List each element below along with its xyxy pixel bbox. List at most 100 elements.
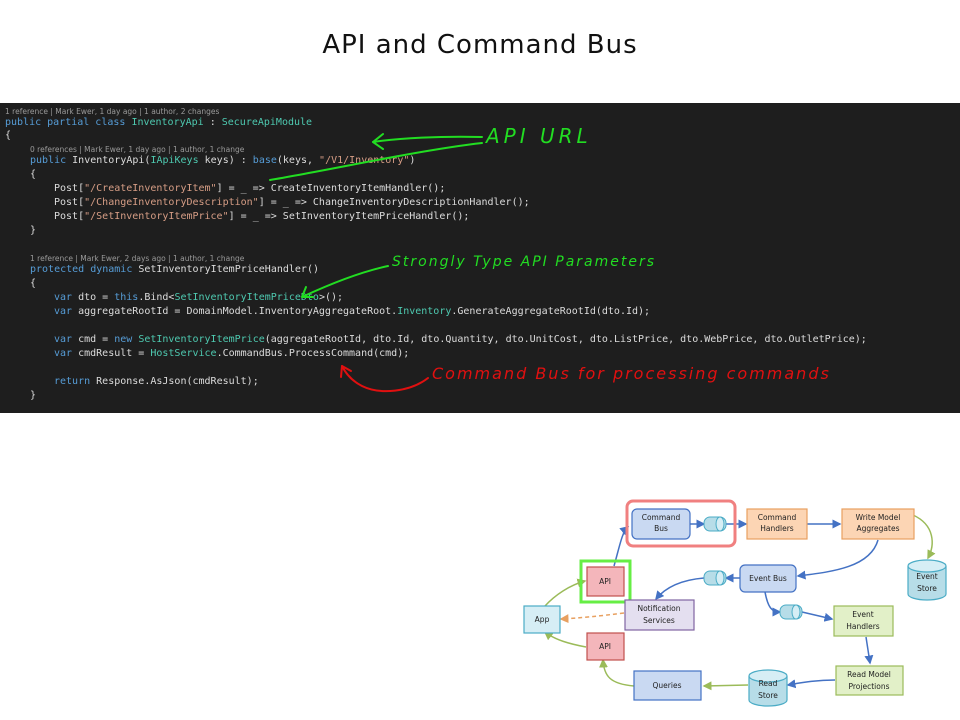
read-store-node: Read Store xyxy=(748,669,788,707)
node-label: Projections xyxy=(849,682,890,691)
code-text: ] = _ => SetInventoryItemPriceHandler(); xyxy=(228,211,470,222)
code-text: ] = _ => ChangeInventoryDescriptionHandl… xyxy=(258,197,530,208)
node-label: Read Model xyxy=(847,670,891,679)
code-text: Post[ xyxy=(54,197,85,208)
code-brace: { xyxy=(30,169,37,180)
node-label: Aggregates xyxy=(856,524,899,533)
keyword: public partial class xyxy=(5,117,132,128)
annotation-api-url: API URL xyxy=(486,124,592,148)
arrow-api-url xyxy=(269,133,483,181)
node-label: Services xyxy=(643,616,675,625)
code-line-post2: Post["/ChangeInventoryDescription"] = _ … xyxy=(54,196,530,209)
node-label: Handlers xyxy=(846,622,880,631)
node-label: Write Model xyxy=(856,513,901,522)
code-brace: { xyxy=(5,130,12,141)
code-text: (keys, xyxy=(276,155,320,166)
code-text: SetInventoryItemPriceHandler() xyxy=(138,264,319,275)
code-text: Post[ xyxy=(54,211,85,222)
event-handlers-node: Event Handlers xyxy=(833,605,894,637)
code-line-dto: var dto = this.Bind<SetInventoryItemPric… xyxy=(54,291,343,304)
code-text: .Bind< xyxy=(138,292,175,303)
code-text: (aggregateRootId, dto.Id, dto.Quantity, … xyxy=(264,334,867,345)
write-model-node: Write Model Aggregates xyxy=(841,508,915,540)
api-top-node: API xyxy=(586,566,625,597)
keyword: var xyxy=(54,334,79,345)
keyword: base xyxy=(252,155,277,166)
string-literal: "/ChangeInventoryDescription" xyxy=(84,197,259,208)
node-label: Command xyxy=(758,513,797,522)
code-line-class: public partial class InventoryApi : Secu… xyxy=(5,116,312,129)
annotation-strongly-typed: Strongly Type API Parameters xyxy=(392,254,657,270)
string-literal: "/V1/Inventory" xyxy=(319,155,410,166)
node-label: Notification xyxy=(637,604,680,613)
code-text: aggregateRootId = DomainModel.InventoryA… xyxy=(78,306,398,317)
code-text: Post[ xyxy=(54,183,85,194)
code-panel: 1 reference | Mark Ewer, 1 day ago | 1 a… xyxy=(0,103,960,413)
api-bottom-node: API xyxy=(586,632,625,661)
type-name: SetInventoryItemPriceDto xyxy=(174,292,319,303)
code-text: ] = _ => CreateInventoryItemHandler(); xyxy=(216,183,446,194)
node-label: Event xyxy=(916,572,938,581)
node-label: Read xyxy=(759,679,778,688)
code-lens: 0 references | Mark Ewer, 1 day ago | 1 … xyxy=(30,145,245,154)
code-brace: } xyxy=(30,390,37,401)
read-model-node: Read Model Projections xyxy=(835,665,904,696)
command-handlers-node: Command Handlers xyxy=(746,508,808,540)
code-line-post1: Post["/CreateInventoryItem"] = _ => Crea… xyxy=(54,182,445,195)
code-text: >(); xyxy=(318,292,344,303)
type-name: Inventory xyxy=(397,306,452,317)
code-text: cmd = xyxy=(78,334,115,345)
node-label: Event xyxy=(852,610,874,619)
code-line-post3: Post["/SetInventoryItemPrice"] = _ => Se… xyxy=(54,210,469,223)
code-line-ctor: public InventoryApi(IApiKeys keys) : bas… xyxy=(30,154,415,167)
node-label: Queries xyxy=(653,681,682,690)
string-literal: "/SetInventoryItemPrice" xyxy=(84,211,229,222)
string-literal: "/CreateInventoryItem" xyxy=(84,183,217,194)
command-queue-icon xyxy=(703,516,727,532)
code-line-handler: protected dynamic SetInventoryItemPriceH… xyxy=(30,263,319,276)
keyword: protected dynamic xyxy=(30,264,139,275)
node-label: Event Bus xyxy=(749,574,787,583)
node-label: API xyxy=(599,577,611,586)
arrow-command-bus xyxy=(340,365,429,393)
command-bus-node: Command Bus xyxy=(631,508,691,540)
node-label: App xyxy=(535,615,550,624)
base-class: SecureApiModule xyxy=(221,117,313,128)
node-label: API xyxy=(599,642,611,651)
code-text: dto = xyxy=(78,292,115,303)
keyword: return xyxy=(54,376,97,387)
code-line-agg: var aggregateRootId = DomainModel.Invent… xyxy=(54,305,650,318)
keyword: var xyxy=(54,348,79,359)
node-label: Command xyxy=(642,513,681,522)
api-highlight xyxy=(579,559,632,604)
event-store-node: Event Store xyxy=(907,559,947,601)
arrow-strongly-typed xyxy=(301,265,389,298)
type-name: SetInventoryItemPrice xyxy=(138,334,265,345)
node-label: Handlers xyxy=(760,524,794,533)
class-name: InventoryApi xyxy=(131,117,204,128)
code-brace: } xyxy=(30,225,37,236)
node-label: Bus xyxy=(654,524,668,533)
code-text: InventoryApi( xyxy=(72,155,151,166)
event-queue-icon xyxy=(703,570,727,586)
type-name: HostService xyxy=(150,348,217,359)
code-text: keys) : xyxy=(198,155,253,166)
slide-title: API and Command Bus xyxy=(322,30,638,60)
code-lens: 1 reference | Mark Ewer, 1 day ago | 1 a… xyxy=(5,107,220,116)
app-node: App xyxy=(523,605,561,634)
keyword: var xyxy=(54,292,79,303)
keyword: var xyxy=(54,306,79,317)
node-label: Store xyxy=(758,691,778,700)
keyword: public xyxy=(30,155,73,166)
code-line-return: return Response.AsJson(cmdResult); xyxy=(54,375,259,388)
notification-services-node: Notification Services xyxy=(624,599,695,631)
code-text: Response.AsJson(cmdResult); xyxy=(96,376,259,387)
handler-queue-icon xyxy=(779,604,803,620)
code-brace: { xyxy=(30,278,37,289)
code-text: .GenerateAggregateRootId(dto.Id); xyxy=(451,306,651,317)
keyword: new xyxy=(114,334,139,345)
keyword: this xyxy=(114,292,139,303)
code-line-result: var cmdResult = HostService.CommandBus.P… xyxy=(54,347,409,360)
